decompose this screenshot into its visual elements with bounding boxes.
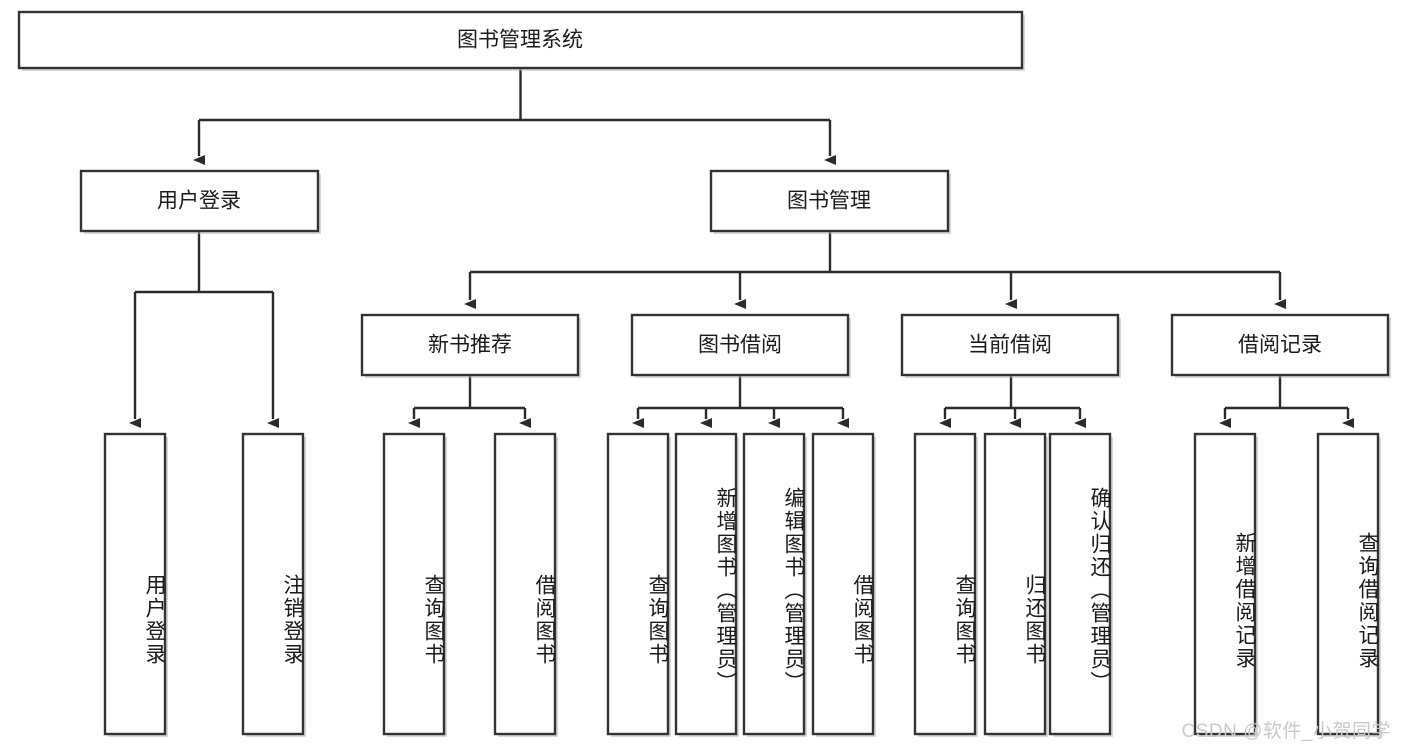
node-current-borrow-box bbox=[900, 313, 1120, 377]
node-book-management-label: 图书管理 bbox=[787, 190, 871, 213]
node-root-label: 图书管理系统 bbox=[457, 29, 583, 52]
node-new-book-recommend-box bbox=[360, 313, 580, 377]
leaf-box-user-login-1 bbox=[103, 432, 167, 736]
leaf-node-user-login-2[interactable] bbox=[241, 432, 306, 737]
node-book-borrow-box bbox=[630, 313, 850, 377]
leaf-box-new-book-1 bbox=[382, 432, 446, 736]
node-book-borrow-label: 图书借阅 bbox=[698, 334, 782, 357]
leaf-box-book-borrow-2 bbox=[674, 432, 738, 736]
node-current-borrow[interactable]: 当前借阅 bbox=[900, 313, 1121, 378]
leaf-box-new-book-2 bbox=[493, 432, 557, 736]
node-new-book-recommend-label: 新书推荐 bbox=[428, 334, 512, 357]
node-book-borrow[interactable]: 图书借阅 bbox=[630, 313, 851, 378]
leaf-box-current-borrow-1 bbox=[913, 432, 977, 736]
connector-group-book-mgmt bbox=[464, 231, 1286, 309]
connector-group-book-borrow bbox=[632, 375, 849, 428]
connector-group-new-book bbox=[408, 375, 531, 428]
node-borrow-record-box bbox=[1170, 313, 1390, 377]
leaf-box-book-borrow-4 bbox=[811, 432, 875, 736]
leaf-node-current-borrow-1[interactable] bbox=[913, 432, 978, 737]
leaf-node-book-borrow-4[interactable] bbox=[811, 432, 876, 737]
node-user-login-box bbox=[79, 169, 320, 233]
connector-group-root bbox=[193, 68, 836, 165]
node-borrow-record-label: 借阅记录 bbox=[1238, 334, 1322, 357]
node-root-box bbox=[17, 10, 1024, 70]
connector-group-borrow-record bbox=[1219, 375, 1354, 428]
connector-group-user-login bbox=[129, 231, 279, 428]
leaf-node-new-book-1[interactable] bbox=[382, 432, 447, 737]
node-borrow-record[interactable]: 借阅记录 bbox=[1170, 313, 1391, 378]
node-book-management-box bbox=[709, 169, 950, 233]
leaf-node-book-borrow-1[interactable] bbox=[606, 432, 671, 737]
node-user-login-label: 用户登录 bbox=[157, 190, 241, 213]
node-root-system[interactable]: 图书管理系统 bbox=[17, 10, 1025, 71]
node-new-book-recommend[interactable]: 新书推荐 bbox=[360, 313, 581, 378]
node-book-management[interactable]: 图书管理 bbox=[709, 169, 951, 234]
leaf-box-book-borrow-1 bbox=[606, 432, 670, 736]
leaf-box-book-borrow-3 bbox=[742, 432, 806, 736]
leaf-node-user-login-1[interactable] bbox=[103, 432, 168, 737]
node-user-login[interactable]: 用户登录 bbox=[79, 169, 321, 234]
csdn-watermark: CSDN @软件_小贺同学 bbox=[1181, 721, 1391, 742]
leaf-box-current-borrow-2 bbox=[983, 432, 1047, 736]
leaf-node-book-borrow-3[interactable] bbox=[742, 432, 807, 737]
leaf-node-borrow-record-1[interactable] bbox=[1193, 432, 1258, 737]
leaf-node-current-borrow-2[interactable] bbox=[983, 432, 1048, 737]
leaf-box-current-borrow-3 bbox=[1048, 432, 1112, 736]
node-current-borrow-label: 当前借阅 bbox=[968, 334, 1052, 357]
leaf-node-new-book-2[interactable] bbox=[493, 432, 558, 737]
leaf-node-current-borrow-3[interactable] bbox=[1048, 432, 1113, 737]
leaf-box-borrow-record-2 bbox=[1316, 432, 1380, 736]
leaf-box-user-login-2 bbox=[241, 432, 305, 736]
leaf-node-borrow-record-2[interactable] bbox=[1316, 432, 1381, 737]
leaf-box-borrow-record-1 bbox=[1193, 432, 1257, 736]
connector-group-current-borrow bbox=[939, 375, 1086, 428]
leaf-node-book-borrow-2[interactable] bbox=[674, 432, 739, 737]
